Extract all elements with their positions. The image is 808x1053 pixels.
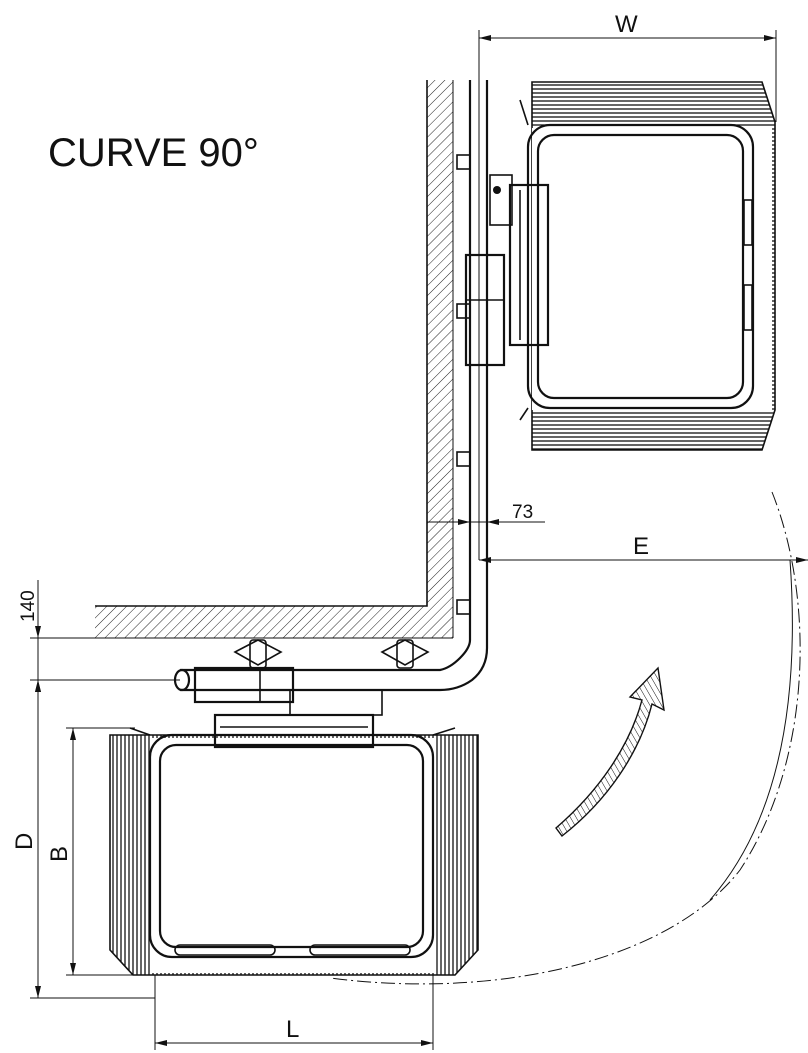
dimension-d-label: D [11, 833, 38, 850]
dimension-e-label: E [633, 533, 649, 560]
seat-top [464, 81, 776, 451]
seat-top-carriage [508, 183, 550, 347]
sweep-arc [329, 491, 801, 985]
seat-bottom-motor [193, 666, 295, 704]
seat-top-frame [526, 123, 755, 410]
seat-bottom-frame [148, 733, 435, 959]
page-title: CURVE 90° [48, 131, 259, 175]
dimension-l: L [154, 975, 434, 1050]
dimension-b: B [46, 727, 135, 976]
dimension-w: W [478, 11, 777, 560]
rail-bracket [456, 303, 471, 319]
rail-bracket [456, 599, 471, 615]
rail-bracket [456, 451, 471, 467]
rail-bracket [456, 154, 471, 170]
dimension-73-label: 73 [512, 502, 533, 523]
rail-bracket [380, 639, 430, 669]
seat-top-motor [464, 253, 506, 367]
dimension-140-label: 140 [18, 590, 39, 622]
rotation-arrow-icon [555, 666, 665, 837]
dimension-d: D [11, 680, 155, 999]
dimension-73: 73 [427, 502, 545, 525]
seat-bottom [109, 666, 479, 976]
wall [95, 80, 454, 639]
dimension-140: 140 [18, 580, 180, 692]
dimension-b-label: B [46, 846, 73, 862]
dimension-e: E [479, 533, 808, 563]
rail-bracket [233, 639, 283, 669]
dimension-l-label: L [286, 1016, 299, 1043]
dimension-w-label: W [615, 11, 638, 38]
